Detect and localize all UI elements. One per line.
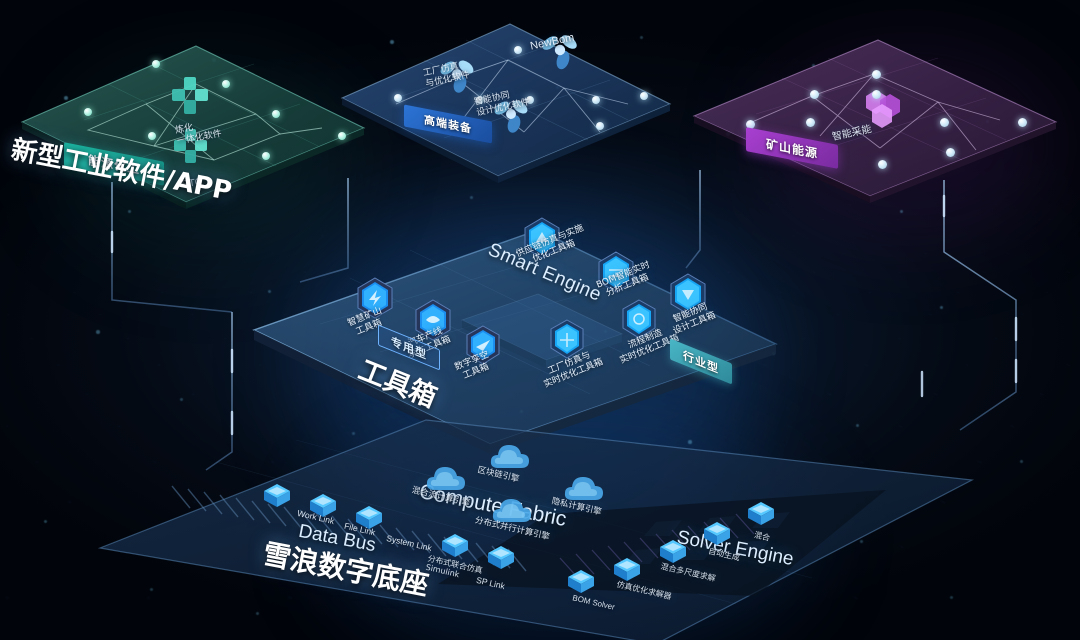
node-dot: [476, 96, 484, 104]
node-dot: [592, 96, 600, 104]
node-dot: [526, 96, 534, 104]
node-dot: [872, 70, 881, 79]
node-dot: [872, 90, 881, 99]
node-dot: [940, 118, 949, 127]
node-dot: [338, 132, 346, 140]
node-dot: [152, 60, 160, 68]
node-dot: [810, 90, 819, 99]
node-dot: [640, 92, 648, 100]
node-dot: [596, 122, 604, 130]
node-dot: [272, 110, 280, 118]
node-dot: [878, 160, 887, 169]
node-dot: [222, 80, 230, 88]
node-dot: [1018, 118, 1027, 127]
node-dot: [148, 132, 156, 140]
node-dot: [806, 118, 815, 127]
node-dot: [946, 148, 955, 157]
node-dot: [746, 120, 755, 129]
node-dot: [394, 94, 402, 102]
node-dot: [84, 108, 92, 116]
node-dot: [514, 46, 522, 54]
node-dot: [262, 152, 270, 160]
